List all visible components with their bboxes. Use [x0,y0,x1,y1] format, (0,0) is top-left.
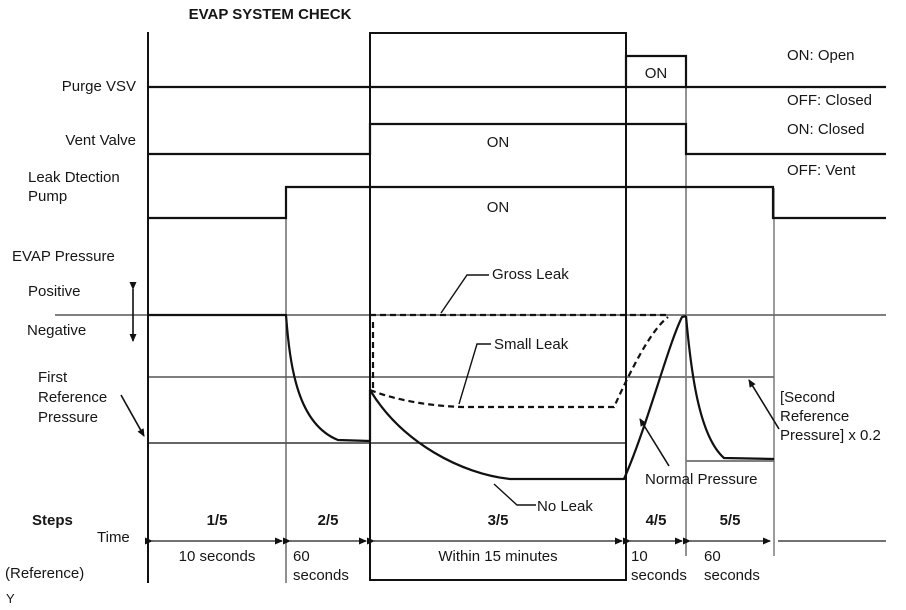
first-reference-label-line3: Pressure [38,409,99,426]
legend-vent-off: OFF: Vent [787,162,856,179]
normal-pressure-arrow [639,418,670,467]
second-reference-label-line3: Pressure] x 0.2 [780,427,881,444]
positive-label: Positive [28,283,81,300]
first-reference-label-line1: First [38,369,68,386]
reference-label: (Reference) [5,565,85,582]
small-leak-curve [369,316,669,409]
purge-vsv-label: Purge VSV [61,78,136,95]
second-reference-label-line2: Reference [780,408,850,425]
pressure-trace-initial [148,313,371,443]
step-4-5-duration: 10 seconds [631,548,687,584]
leak-pump-label-line1: Leak Dtection [28,169,120,186]
small-leak-label: Small Leak [494,336,569,353]
evap-pressure-label: EVAP Pressure [12,248,115,265]
legend-vent-on: ON: Closed [787,121,865,138]
first-reference-label-line2: Reference [38,389,108,406]
negative-label: Negative [27,322,87,339]
vent-valve-label: Vent Valve [65,132,136,149]
leak-pump-label-line2: Pump [28,188,68,205]
step-5-5-duration: 60 seconds [704,548,760,584]
step-2-5-duration: 60 seconds [293,548,349,584]
leak-pump-on-label: ON [486,199,510,216]
legend-purge-on: ON: Open [787,47,855,64]
gross-leak-label: Gross Leak [492,266,569,283]
step-5-5-label: 5/5 [719,512,741,529]
small-leak-leader [458,343,491,405]
normal-pressure-curve [684,315,775,461]
time-label: Time [97,529,130,546]
diagram-title: EVAP SYSTEM CHECK [188,6,352,23]
no-leak-label: No Leak [537,498,593,515]
first-reference-arrow [120,394,145,437]
vent-valve-signal [148,122,886,156]
step-3-5-window-box [369,32,627,581]
gross-leak-leader [440,274,489,314]
purge-vsv-on-label: ON [644,65,668,82]
gross-leak-curve [370,313,668,388]
normal-pressure-label: Normal Pressure [645,471,758,488]
second-reference-arrow [748,379,780,430]
no-leak-leader [493,483,536,506]
vent-valve-on-label: ON [486,134,510,151]
step-1-5-label: 1/5 [206,512,228,529]
corner-footnote: Y [6,591,15,606]
steps-label: Steps [32,512,73,529]
step-2-5-label: 2/5 [317,512,339,529]
purge-vsv-on-pulse [624,54,688,87]
leak-pump-signal [148,185,886,220]
no-leak-curve [368,314,687,481]
legend-purge-off: OFF: Closed [787,92,873,109]
step-3-5-duration: Within 15 minutes [438,548,558,565]
step-3-5-label: 3/5 [487,512,509,529]
step-4-5-label: 4/5 [645,512,667,529]
second-reference-label-line1: [Second [780,389,836,406]
step-1-5-duration: 10 seconds [178,548,256,565]
